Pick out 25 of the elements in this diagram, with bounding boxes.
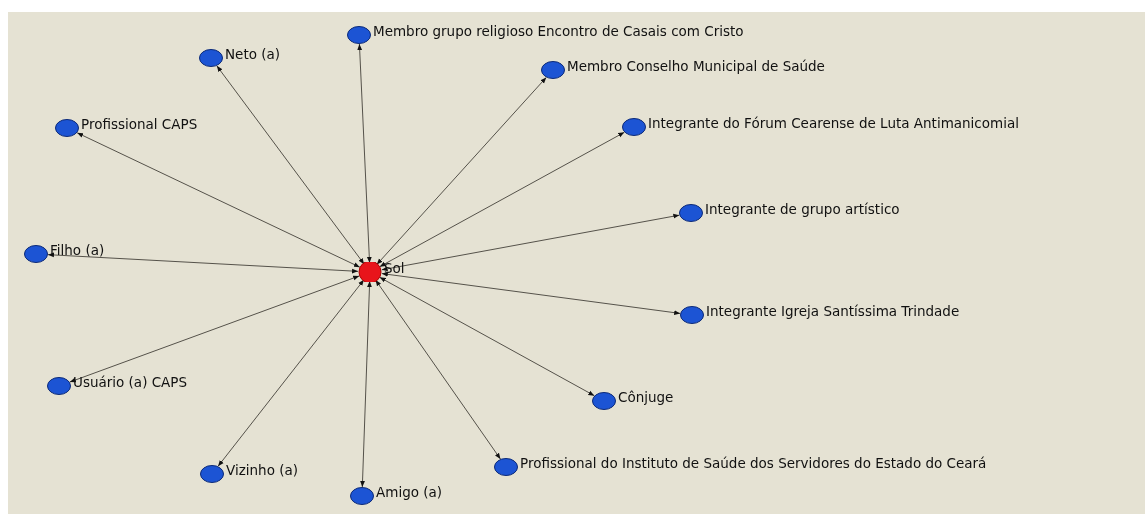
arrow (217, 279, 365, 467)
node-label: Filho (a) (50, 242, 105, 258)
arrow (381, 213, 680, 272)
arrow (76, 132, 361, 268)
arrow (69, 275, 360, 383)
arrow (381, 272, 681, 315)
arrow (379, 131, 625, 268)
arrow (379, 276, 595, 397)
node-label: Membro Conselho Municipal de Saúde (567, 58, 825, 74)
node-label: Amigo (a) (376, 484, 443, 500)
arrow (376, 76, 547, 266)
node-label: Integrante de grupo artístico (705, 201, 900, 217)
node-label: Vizinho (a) (226, 462, 298, 478)
node-label: Neto (a) (225, 46, 281, 62)
node-label: Profissional do Instituto de Saúde dos Servidores do Estado do Ceará (520, 455, 987, 471)
node-label: Membro grupo religioso Encontro de Casais com Cristo (373, 23, 744, 39)
node-label: Profissional CAPS (81, 116, 198, 132)
arrow (47, 252, 359, 274)
arrow (375, 279, 501, 460)
node-label: Sol (384, 260, 405, 276)
node-label: Cônjuge (618, 389, 674, 405)
arrow (216, 65, 365, 265)
node-label: Integrante Igreja Santíssima Trindade (706, 303, 960, 319)
node-label: Usuário (a) CAPS (73, 374, 188, 390)
node-label: Integrante do Fórum Cearense de Luta Antimanicomial (648, 115, 1019, 131)
